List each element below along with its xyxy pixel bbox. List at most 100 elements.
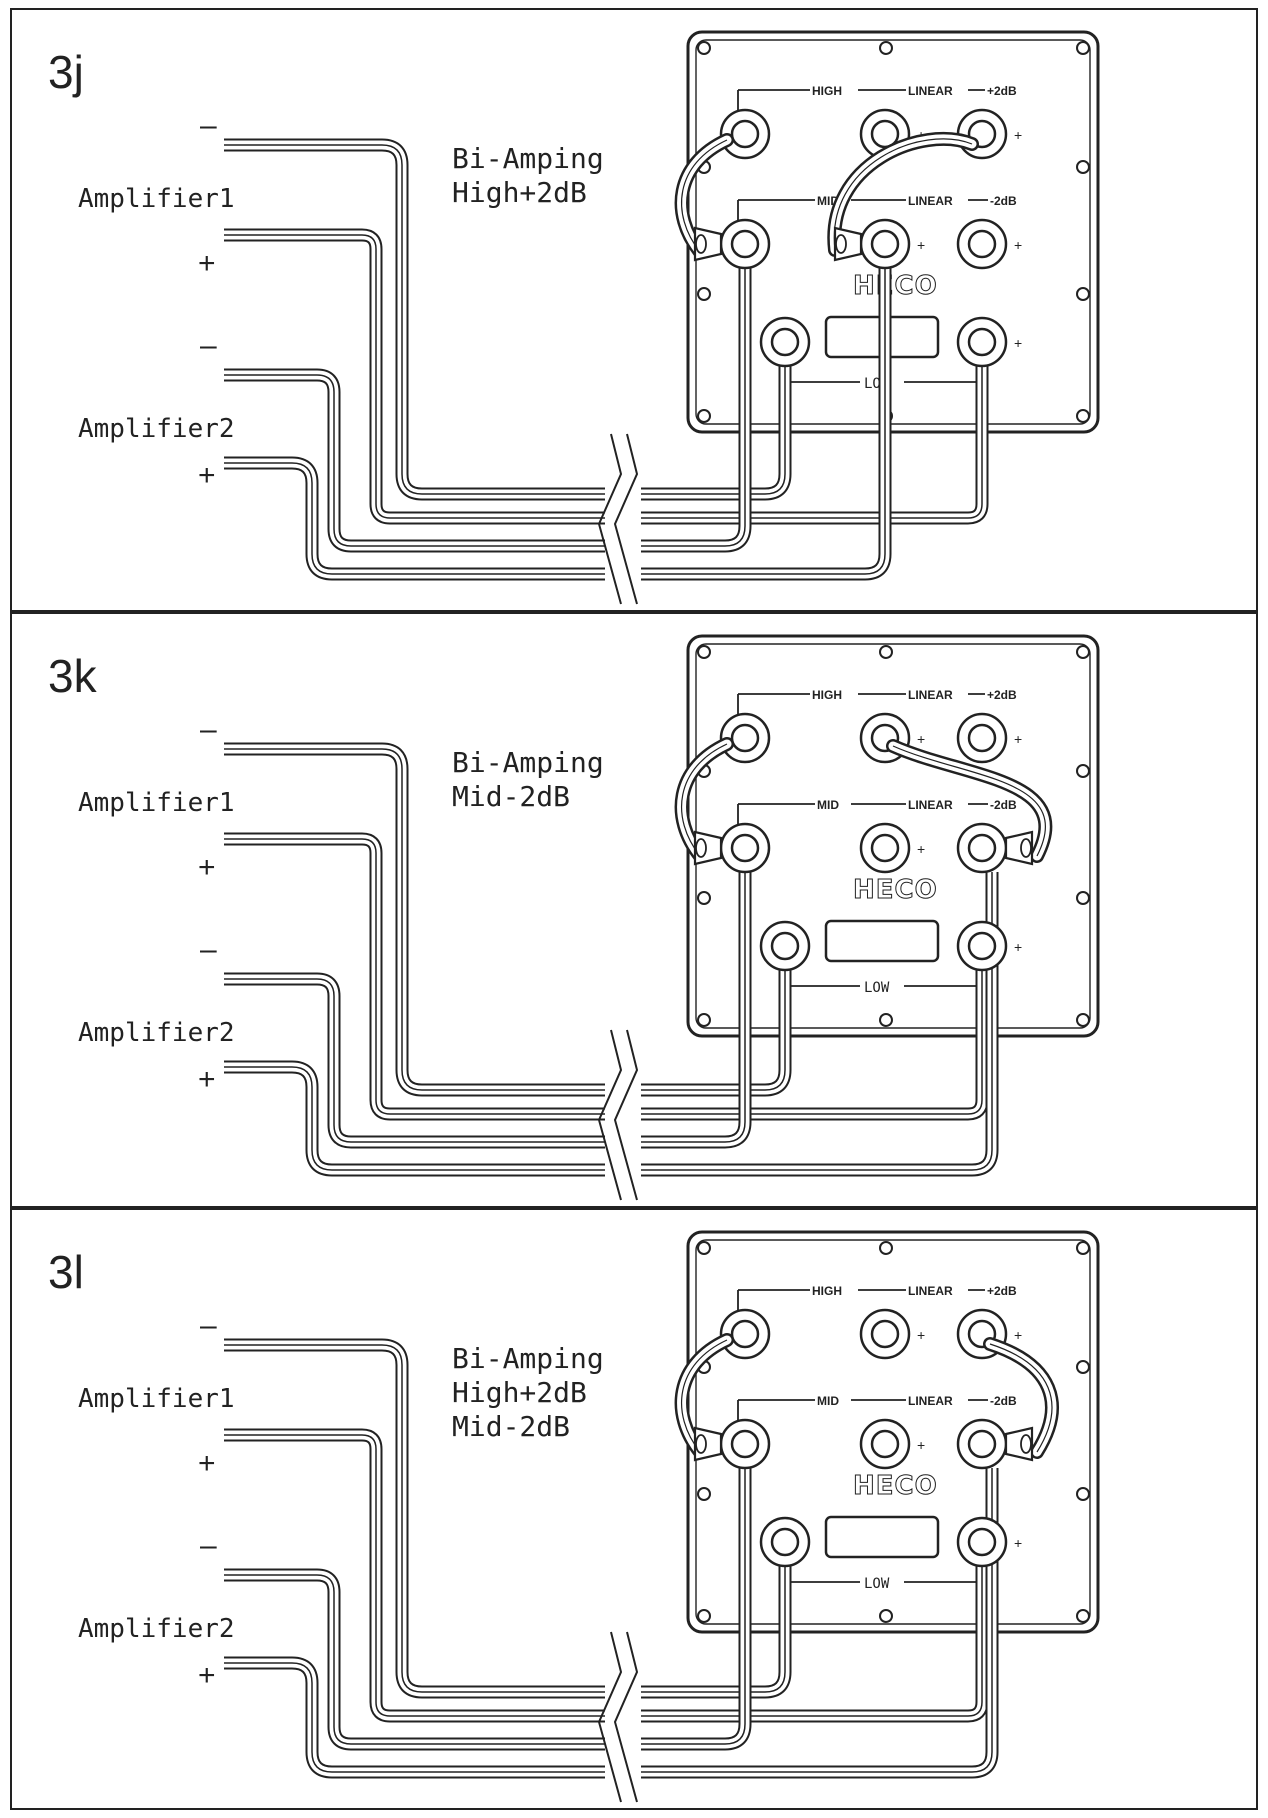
linear-mid-label: LINEAR: [908, 194, 953, 208]
terminals: + + + + +: [719, 712, 1022, 972]
plus-2db-label: +2dB: [987, 688, 1017, 702]
minus-2db-label: -2dB: [990, 194, 1017, 208]
plus-2db-label: +2dB: [987, 84, 1017, 98]
low-minus-terminal: [759, 316, 811, 368]
minus-2db-label: -2dB: [990, 1394, 1017, 1408]
amp2-minus-cable: [224, 872, 752, 1149]
mount-hole-icon: [697, 41, 711, 55]
amplifier1-label: Amplifier1: [78, 788, 235, 818]
heco-logo: HECO: [853, 875, 938, 905]
amp2-plus-cable: [224, 268, 892, 581]
low-plus-terminal: +: [956, 316, 1022, 368]
mount-hole-icon: [697, 891, 711, 905]
mount-hole-icon: [1076, 764, 1090, 778]
terminal-plus-mark: +: [917, 731, 925, 747]
terminal-plus-mark: +: [1014, 731, 1022, 747]
amp1-minus-cable: [224, 138, 792, 501]
terminal-plus-mark: +: [917, 1437, 925, 1453]
plus-2db-terminal: +: [956, 712, 1022, 764]
jumpers: [674, 737, 1053, 866]
caption-line: High+2dB: [452, 176, 587, 209]
heco-logo: HECO: [853, 271, 938, 301]
mount-hole-icon: [1076, 891, 1090, 905]
amp2-minus-cable: [224, 1468, 752, 1751]
terminal-plus-mark: +: [917, 1327, 925, 1343]
high-terminal: [719, 712, 771, 764]
mid-terminal: [719, 1418, 771, 1470]
mount-hole-icon: [1076, 1013, 1090, 1027]
mount-hole-icon: [879, 1013, 893, 1027]
minus-2db-terminal: +: [956, 218, 1022, 270]
minus-2db-terminal: +: [956, 822, 1022, 874]
high-label: HIGH: [812, 688, 842, 702]
mount-hole-icon: [879, 1609, 893, 1623]
plus-2db-label: +2dB: [987, 1284, 1017, 1298]
linear-mid-label: LINEAR: [908, 1394, 953, 1408]
mount-hole-icon: [879, 1241, 893, 1255]
linear-mid-terminal: +: [859, 1418, 925, 1470]
amp2-minus-mark: –: [200, 329, 217, 362]
wiring-diagram-svg: 3lAmplifier1Amplifier2–+–+Bi-AmpingHigh+…: [48, 1230, 1100, 1808]
mount-hole-icon: [697, 409, 711, 423]
amp1-minus-mark: –: [200, 109, 217, 142]
low-plus-terminal: +: [956, 1516, 1022, 1568]
linear-minus2-jumper: [886, 739, 1053, 863]
amplifier1-label: Amplifier1: [78, 184, 235, 214]
panel-label: 3j: [48, 46, 84, 98]
low-label: LOW: [864, 980, 890, 996]
high-terminal: [719, 108, 771, 160]
linear-high-terminal: +: [859, 1308, 925, 1360]
mount-hole-icon: [697, 1487, 711, 1501]
minus-2db-terminal: +: [956, 1418, 1022, 1470]
linear-plus2-jumper: [827, 131, 979, 257]
amp2-minus-cable: [224, 268, 752, 553]
high-label: HIGH: [812, 84, 842, 98]
mid-terminal: [719, 218, 771, 270]
amplifier2-label: Amplifier2: [78, 414, 235, 444]
mount-hole-icon: [1076, 160, 1090, 174]
cables: [224, 742, 999, 1177]
caption-line: Bi-Amping: [452, 1342, 604, 1375]
heco-logo: HECO: [853, 1471, 938, 1501]
mount-hole-icon: [1076, 645, 1090, 659]
caption-line: High+2dB: [452, 1376, 587, 1409]
mount-hole-icon: [697, 1013, 711, 1027]
amp2-plus-mark: +: [198, 1659, 216, 1692]
terminal-plus-mark: +: [1014, 1327, 1022, 1343]
low-label: LOW: [864, 1576, 890, 1592]
caption-line: Mid-2dB: [452, 780, 570, 813]
amp1-minus-mark: –: [200, 713, 217, 746]
wiring-diagram-svg: 3kAmplifier1Amplifier2–+–+Bi-AmpingMid-2…: [48, 634, 1100, 1206]
terminal-plus-mark: +: [917, 841, 925, 857]
low-minus-terminal: [759, 920, 811, 972]
mid-label: MID: [817, 798, 839, 812]
caption-line: Bi-Amping: [452, 142, 604, 175]
amp1-plus-cable: [224, 1428, 989, 1723]
mount-hole-icon: [1076, 409, 1090, 423]
mount-hole-icon: [697, 645, 711, 659]
amp1-plus-mark: +: [198, 1447, 216, 1480]
amp1-minus-cable: [224, 1338, 792, 1699]
high-mid-jumper: [674, 133, 734, 259]
amp1-plus-mark: +: [198, 247, 216, 280]
amplifier2-label: Amplifier2: [78, 1018, 235, 1048]
amp2-minus-mark: –: [200, 1529, 217, 1562]
mount-hole-icon: [1076, 41, 1090, 55]
mount-hole-icon: [697, 1241, 711, 1255]
high-label: HIGH: [812, 1284, 842, 1298]
minus-2db-label: -2dB: [990, 798, 1017, 812]
terminal-plus-mark: +: [917, 237, 925, 253]
cables: [224, 138, 989, 581]
high-mid-jumper: [674, 737, 734, 863]
mid-terminal: [719, 822, 771, 874]
terminal-plus-mark: +: [1014, 939, 1022, 955]
plus2-minus2-jumper: [983, 1337, 1059, 1459]
terminal-plus-mark: +: [1014, 1535, 1022, 1551]
linear-top-label: LINEAR: [908, 688, 953, 702]
mount-hole-icon: [697, 1609, 711, 1623]
linear-mid-terminal: +: [859, 822, 925, 874]
jumpers: [674, 1333, 1059, 1462]
